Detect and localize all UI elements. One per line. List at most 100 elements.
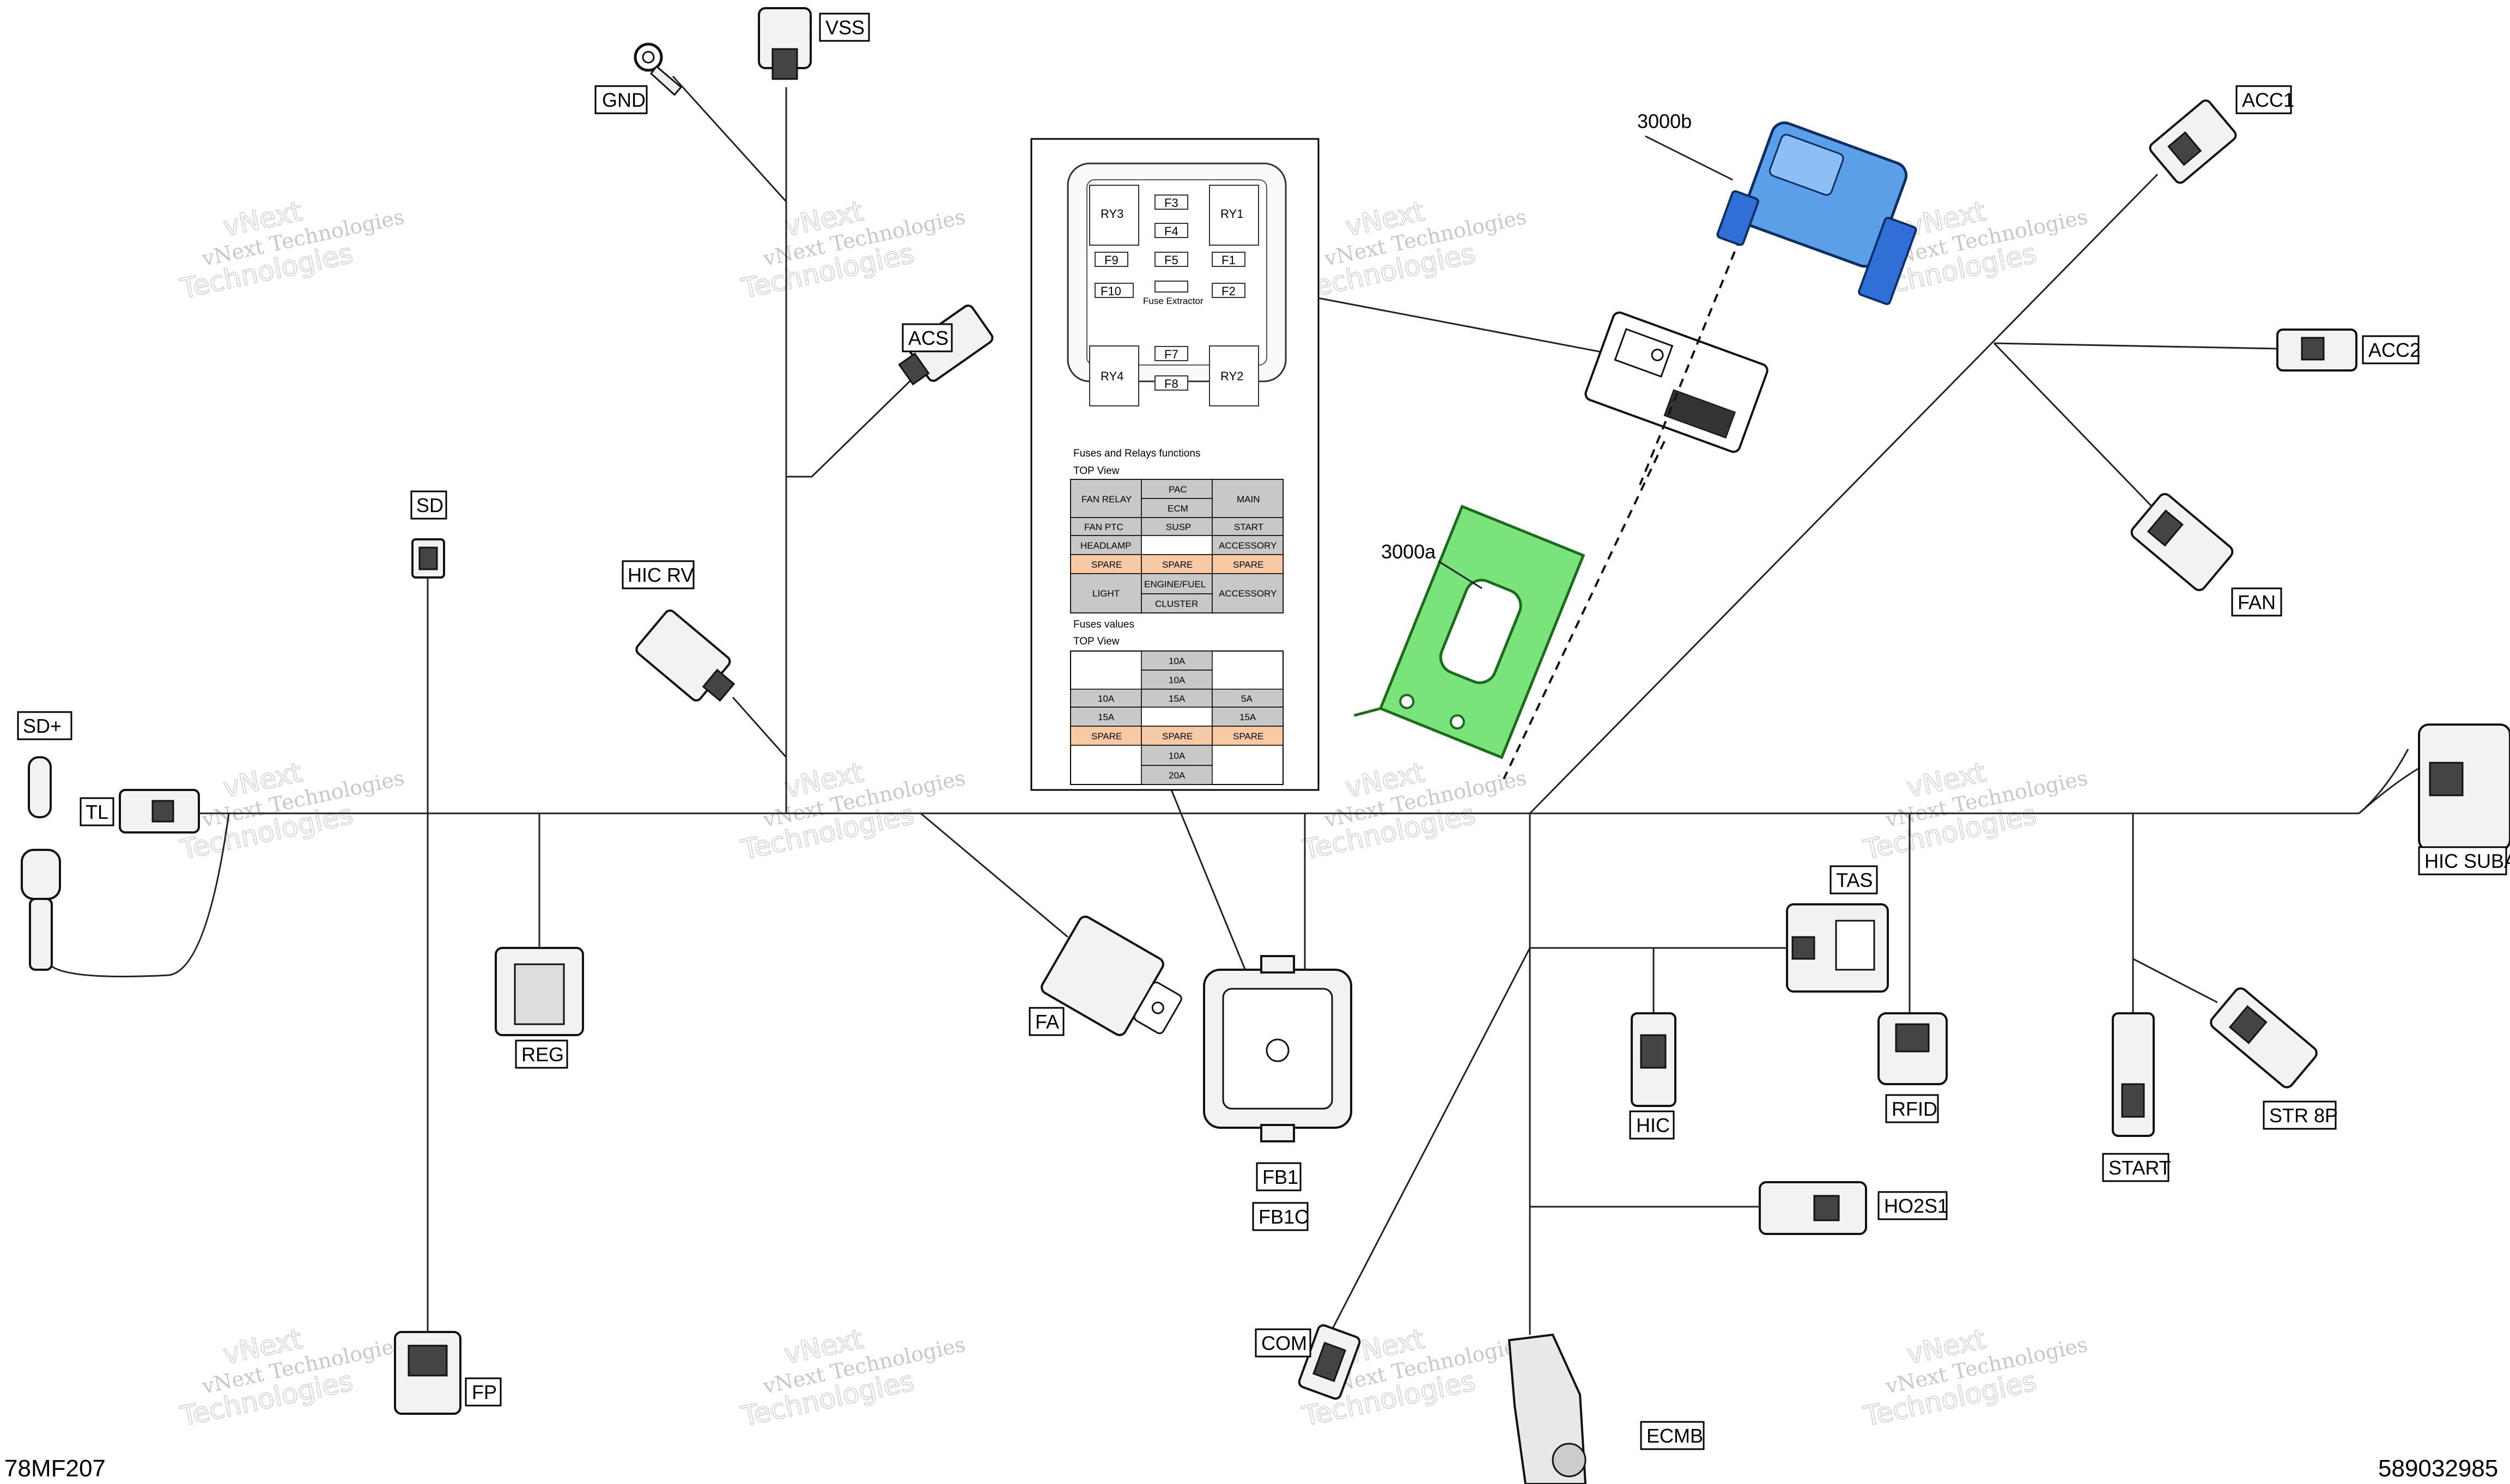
func-cell: ACCESSORY — [1219, 540, 1277, 551]
value-cell: 10A — [1169, 751, 1186, 761]
func-cell: ACCESSORY — [1219, 588, 1277, 599]
label-fa-text: FA — [1035, 1011, 1059, 1033]
label-tas[interactable]: TAS — [1830, 865, 1878, 895]
acs-branch-wire — [786, 375, 916, 478]
gnd-ring-terminal — [634, 42, 683, 96]
str8p-branch-wire — [2132, 958, 2218, 1003]
label-fp[interactable]: FP — [465, 1377, 502, 1407]
value-cell: 15A — [1239, 712, 1256, 722]
label-hic-rv[interactable]: HIC RV — [622, 560, 695, 589]
functions-caption: Fuses and Relays functions — [1073, 448, 1200, 459]
label-sd[interactable]: SD — [410, 490, 447, 520]
label-acs-text: ACS — [908, 327, 949, 349]
label-ho2s1[interactable]: HO2S1 — [1877, 1191, 1948, 1220]
label-hic[interactable]: HIC — [1629, 1110, 1675, 1140]
label-vss[interactable]: VSS — [819, 13, 870, 42]
diagram-code-right: 589032985 — [2378, 1455, 2498, 1482]
label-str8p-text: STR 8P — [2269, 1104, 2338, 1127]
vss-connector — [758, 7, 812, 80]
value-cell: 20A — [1169, 770, 1186, 781]
label-hic-text: HIC — [1636, 1114, 1670, 1136]
fuse-f10 — [1095, 283, 1134, 298]
hic-rv-connector — [635, 609, 736, 702]
ho2s1-connector — [1759, 1181, 1867, 1235]
relay-ry3-label: RY3 — [1101, 207, 1123, 221]
func-cell: HEADLAMP — [1080, 540, 1132, 551]
label-tl[interactable]: TL — [80, 797, 114, 826]
str8p-connector — [2210, 987, 2318, 1088]
fan-branch-wire — [1993, 342, 2153, 508]
func-cell: ECM — [1168, 503, 1188, 514]
fuse-f5-label: F5 — [1164, 253, 1178, 267]
label-acc2-text: ACC2 — [2368, 339, 2421, 361]
label-fb1[interactable]: FB1 — [1256, 1162, 1302, 1191]
func-cell: PAC — [1169, 484, 1187, 495]
sd-connector — [411, 538, 445, 579]
label-acc2[interactable]: ACC2 — [2362, 335, 2421, 364]
label-vss-text: VSS — [825, 16, 865, 39]
fuse-f8 — [1154, 375, 1188, 391]
label-rfid[interactable]: RFID — [1885, 1094, 1939, 1123]
relay-ry4-label: RY4 — [1101, 369, 1123, 383]
fuse-f5 — [1154, 252, 1188, 267]
gnd-branch-wire — [672, 75, 787, 203]
label-start[interactable]: START — [2102, 1153, 2171, 1182]
func-cell: SPARE — [1233, 559, 1263, 570]
fp-connector — [394, 1331, 461, 1415]
fuse-f3 — [1154, 194, 1188, 210]
values-top-view: TOP View — [1073, 636, 1120, 647]
fuse-box-panel: RY3 RY1 RY4 RY2 F3 F4 F9 F5 F1 F10 Fuse … — [1030, 138, 1320, 791]
label-fp-text: FP — [472, 1381, 497, 1403]
label-fb1c[interactable]: FB1C — [1252, 1202, 1309, 1231]
acc1-connector — [2149, 99, 2237, 184]
label-ecmb[interactable]: ECMB — [1640, 1421, 1705, 1450]
relay-ry3 — [1089, 185, 1139, 246]
label-tas-text: TAS — [1836, 869, 1873, 891]
start-connector — [2112, 1012, 2155, 1137]
callout-leader-3000a — [1438, 560, 1482, 589]
fuse-f4 — [1154, 223, 1188, 238]
value-cell: SPARE — [1091, 731, 1122, 741]
assembly-line — [1503, 441, 1666, 780]
fusebox-leader — [1269, 288, 1613, 355]
label-hic-suba-text: HIC SUBA — [2424, 850, 2510, 872]
fuse-f2 — [1212, 283, 1245, 298]
fuse-extractor-label: Fuse Extractor — [1143, 296, 1204, 306]
func-cell: SPARE — [1091, 559, 1122, 570]
label-com[interactable]: COM — [1255, 1328, 1311, 1358]
fuse-f9 — [1095, 252, 1128, 267]
value-cell: 10A — [1098, 694, 1115, 704]
label-fan[interactable]: FAN — [2231, 587, 2282, 617]
label-acs[interactable]: ACS — [902, 323, 953, 352]
fuse-f7-label: F7 — [1164, 348, 1178, 361]
reg-connector — [495, 947, 584, 1036]
label-reg[interactable]: REG — [515, 1039, 568, 1069]
ecmb-connector — [1508, 1333, 1587, 1484]
label-hic-suba[interactable]: HIC SUBA — [2418, 846, 2510, 875]
label-fa[interactable]: FA — [1029, 1007, 1065, 1036]
values-table: 10A 10A 10A 15A 5A 15A 15A SPARE SPARE S… — [1070, 650, 1284, 785]
label-acc1[interactable]: ACC1 — [2235, 85, 2294, 114]
fuse-f8-label: F8 — [1164, 377, 1178, 391]
label-gnd[interactable]: GND — [594, 85, 648, 114]
fuse-f7 — [1154, 346, 1188, 361]
label-acc1-text: ACC1 — [2242, 89, 2294, 111]
label-sd-plus[interactable]: SD+ — [17, 711, 72, 740]
hic-rv-branch-wire — [732, 697, 787, 758]
label-gnd-text: GND — [602, 89, 646, 111]
diagram-code-left: 78MF207 — [4, 1455, 106, 1482]
fb1-connector — [1203, 955, 1352, 1142]
label-str8p[interactable]: STR 8P — [2263, 1100, 2338, 1130]
fuse-f3-label: F3 — [1164, 196, 1178, 210]
tl-connector — [119, 789, 200, 834]
com-branch-wire — [1328, 947, 1531, 1335]
connector-labels: GND VSS ACS SD HIC RV SD+ TL REG — [17, 13, 2510, 1450]
sd-plus-wire — [48, 813, 230, 977]
functions-top-view: TOP View — [1073, 465, 1120, 477]
hic-connector — [1631, 1012, 1676, 1107]
rfid-connector — [1877, 1012, 1948, 1085]
label-hic-rv-text: HIC RV — [628, 564, 694, 586]
func-cell: FAN RELAY — [1081, 494, 1132, 504]
functions-table: FAN RELAY PAC MAIN ECM FAN PTC SUSP STAR… — [1070, 479, 1284, 613]
